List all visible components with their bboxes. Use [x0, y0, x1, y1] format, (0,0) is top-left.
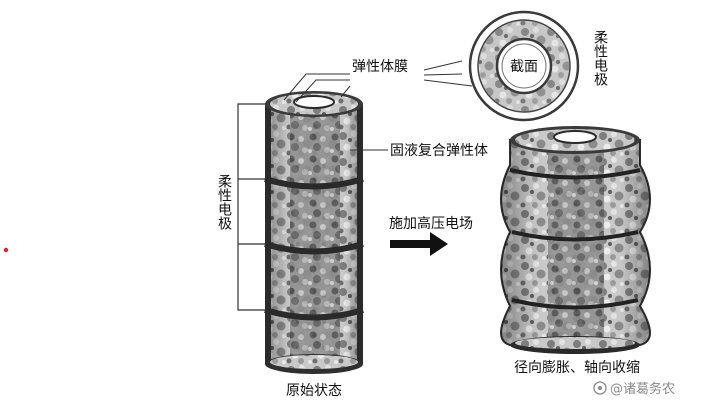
label-flexible-electrode-right: 柔性电极	[592, 30, 608, 86]
cross-section	[468, 10, 580, 122]
label-original-state: 原始状态	[286, 383, 342, 399]
label-radial-axial: 径向膨胀、轴向收缩	[514, 359, 640, 376]
label-flexible-electrode-left: 柔性电极	[216, 174, 232, 230]
label-apply-voltage: 施加高压电场	[389, 215, 473, 232]
arrow-right-icon	[390, 232, 448, 256]
original-cylinder	[264, 91, 364, 374]
expanded-cylinder	[500, 126, 651, 354]
watermark: @诸葛务农	[610, 381, 675, 397]
label-elastic-membrane: 弹性体膜	[352, 59, 408, 75]
watermark-logo-icon	[593, 381, 607, 395]
label-solid-liquid-elastomer: 固液复合弹性体	[390, 142, 488, 159]
accent-dot	[3, 247, 9, 253]
membrane-leaders	[283, 60, 473, 103]
label-section: 截面	[510, 59, 538, 75]
left-bracket	[237, 103, 265, 311]
